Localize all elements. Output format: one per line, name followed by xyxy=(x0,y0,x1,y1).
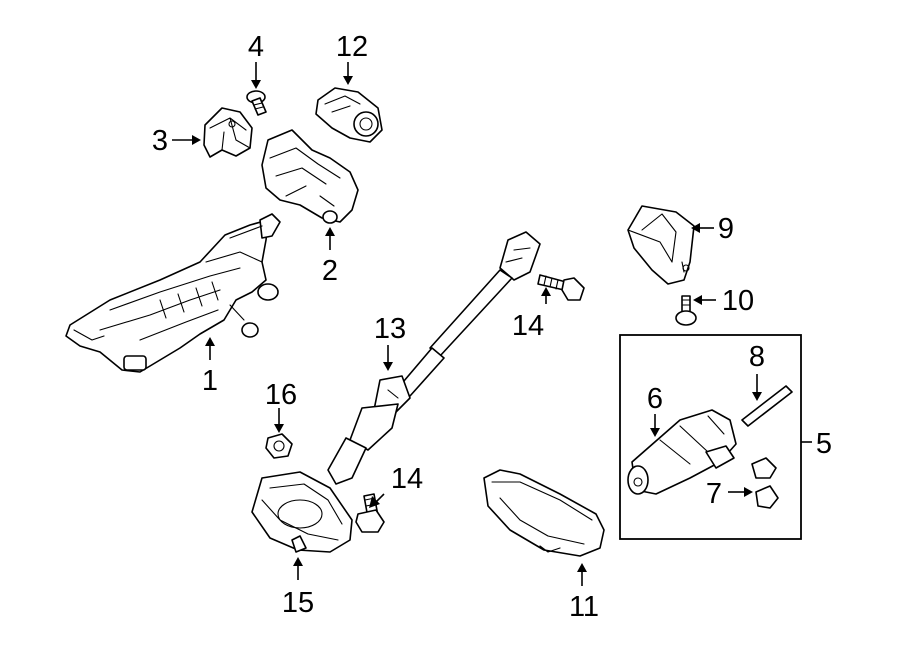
part-1-steering-column xyxy=(65,213,281,373)
callout-8: 8 xyxy=(749,341,765,373)
callout-15: 15 xyxy=(282,587,314,619)
part-5-kit-frame xyxy=(619,334,802,540)
callout-labels: 4 12 3 2 1 13 14 16 14 15 11 9 10 8 6 7 … xyxy=(152,31,832,623)
callout-2: 2 xyxy=(322,255,338,287)
callout-3: 3 xyxy=(152,125,168,157)
callout-16: 16 xyxy=(265,379,297,411)
part-12-switch xyxy=(315,87,383,143)
part-2-lock-housing xyxy=(261,129,359,224)
callout-14-lower: 14 xyxy=(391,463,423,495)
callout-10: 10 xyxy=(722,285,754,317)
part-13-intermediate-shaft xyxy=(327,231,541,485)
part-9-bracket xyxy=(627,205,695,285)
part-8-pin xyxy=(741,385,793,427)
callout-6: 6 xyxy=(647,383,663,415)
part-3-bracket xyxy=(203,107,253,158)
callout-9: 9 xyxy=(718,213,734,245)
part-14-bolt-upper xyxy=(537,274,585,301)
part-14-bolt-lower xyxy=(355,493,385,533)
part-11-cover xyxy=(483,469,605,557)
part-4-screw xyxy=(246,90,267,116)
callout-5: 5 xyxy=(816,428,832,460)
callout-12: 12 xyxy=(336,31,368,63)
callout-11: 11 xyxy=(569,591,599,623)
leader-lines xyxy=(172,62,812,586)
callout-7: 7 xyxy=(706,478,722,510)
callout-4: 4 xyxy=(248,31,264,63)
part-7-screws xyxy=(751,457,779,509)
part-15-housing xyxy=(251,471,353,553)
callout-13: 13 xyxy=(374,313,406,345)
part-16-nut xyxy=(265,433,293,459)
part-10-screw xyxy=(675,295,697,326)
callout-14-upper: 14 xyxy=(512,310,544,342)
part-6-motor xyxy=(627,409,737,495)
callout-1: 1 xyxy=(202,365,218,397)
